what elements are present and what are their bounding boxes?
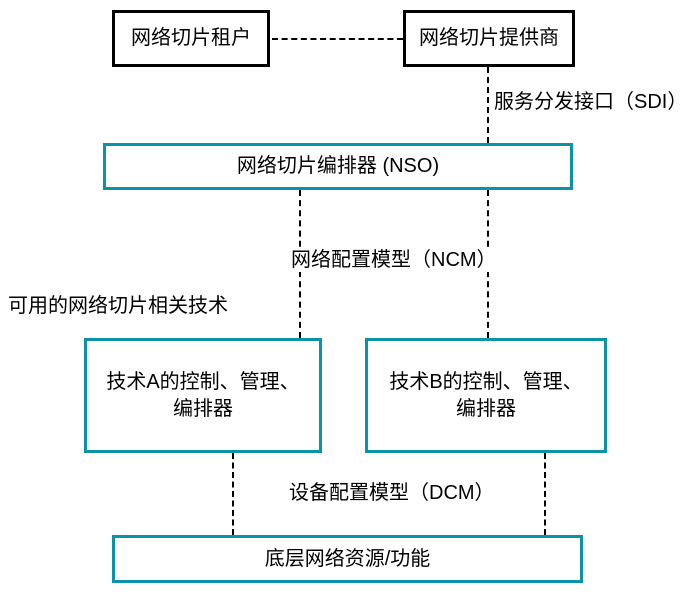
- nso-box-label: 网络切片编排器 (NSO): [236, 155, 440, 177]
- ncm-interface-label: 网络配置模型（NCM）: [289, 248, 499, 272]
- provider-nso-connector: [487, 67, 489, 143]
- sdi-interface-label: 服务分发接口（SDI）: [492, 90, 688, 114]
- resources-box: 底层网络资源/功能: [112, 535, 583, 583]
- nso-box: 网络切片编排器 (NSO): [103, 143, 573, 190]
- resources-box-label: 底层网络资源/功能: [264, 547, 431, 570]
- tech-a-label-line2: 编排器: [173, 397, 233, 420]
- tech-a-box-label: 技术A的控制、管理、 编排器: [106, 369, 299, 423]
- tech-b-box-label: 技术B的控制、管理、 编排器: [389, 369, 582, 423]
- provider-box-label: 网络切片提供商: [419, 27, 559, 49]
- tech-b-box: 技术B的控制、管理、 编排器: [365, 338, 607, 453]
- tech-b-resources-connector: [544, 453, 546, 535]
- tenant-box-label: 网络切片租户: [131, 27, 251, 49]
- tech-a-label-line1: 技术A的控制、管理、: [106, 370, 300, 393]
- tenant-box: 网络切片租户: [112, 10, 270, 67]
- dcm-interface-label: 设备配置模型（DCM）: [287, 481, 497, 505]
- available-tech-label: 可用的网络切片相关技术: [6, 294, 230, 318]
- tech-a-box: 技术A的控制、管理、 编排器: [84, 338, 322, 453]
- provider-box: 网络切片提供商: [403, 10, 575, 67]
- tech-b-label-line2: 编排器: [456, 397, 516, 420]
- tenant-provider-connector: [272, 38, 403, 40]
- tech-b-label-line1: 技术B的控制、管理、: [389, 370, 583, 393]
- tech-a-resources-connector: [232, 453, 234, 535]
